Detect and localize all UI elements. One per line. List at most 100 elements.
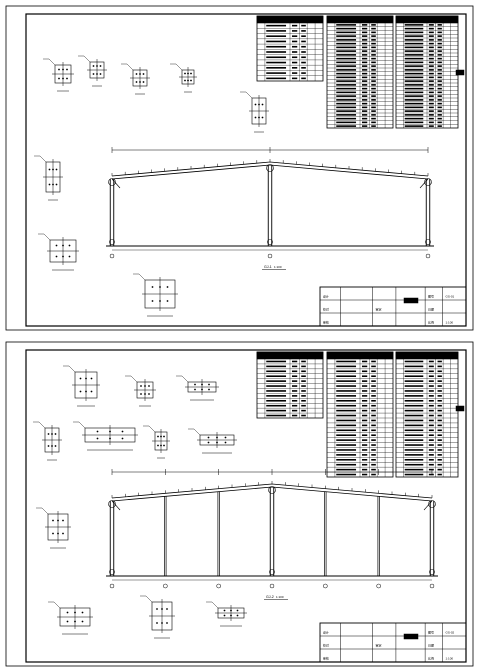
bolt-mark bbox=[254, 116, 257, 119]
table-cell-text bbox=[404, 390, 424, 392]
table-cell-text bbox=[428, 375, 434, 378]
table-cell-text bbox=[336, 84, 357, 86]
table-cell-text bbox=[291, 380, 298, 382]
leader-line bbox=[130, 375, 138, 383]
table-cell-text bbox=[428, 87, 434, 90]
table-cell-text bbox=[371, 429, 376, 432]
bolt-mark bbox=[156, 608, 158, 610]
bolt-mark bbox=[184, 72, 186, 75]
table-cell-text bbox=[336, 95, 357, 97]
bolt-mark bbox=[81, 611, 84, 614]
bolt-mark bbox=[90, 390, 93, 393]
rafter bbox=[111, 164, 429, 180]
inner-border bbox=[25, 349, 467, 663]
leader-line bbox=[83, 55, 91, 63]
table-cell-text bbox=[404, 375, 424, 378]
table-cell-text bbox=[437, 69, 442, 71]
table-cell-text bbox=[371, 46, 376, 49]
table-cell-text bbox=[361, 72, 368, 75]
table-cell-text bbox=[291, 35, 298, 37]
table-cell-text bbox=[336, 414, 357, 417]
node-detail bbox=[78, 55, 107, 87]
table-cell-text bbox=[437, 360, 442, 363]
bolt-mark bbox=[68, 244, 71, 247]
table-cell-text bbox=[404, 80, 424, 82]
bolt-mark bbox=[201, 388, 203, 391]
table-cell-text bbox=[371, 102, 376, 105]
table-cell-text bbox=[301, 414, 306, 417]
table-cell-text bbox=[301, 56, 306, 59]
table-cell-text bbox=[437, 80, 442, 82]
bolt-mark bbox=[79, 390, 82, 393]
node-detail bbox=[36, 507, 71, 549]
table-cell-text bbox=[336, 434, 357, 437]
table-cell-text bbox=[301, 61, 306, 64]
grid-bubble bbox=[269, 583, 275, 589]
node-detail bbox=[140, 595, 175, 639]
table-cell-text bbox=[437, 84, 442, 86]
leader-line bbox=[68, 365, 76, 373]
table-cell-text bbox=[371, 468, 376, 471]
table-cell-text bbox=[404, 395, 424, 397]
table-cell-text bbox=[437, 419, 442, 422]
node-detail bbox=[240, 91, 269, 133]
table-cell-text bbox=[361, 385, 368, 387]
table-header: 材 料 表 bbox=[421, 353, 434, 358]
table-cell-text bbox=[336, 375, 357, 378]
table-cell-text bbox=[437, 106, 442, 109]
title-block-cell: 审核 bbox=[323, 320, 329, 325]
table-cell-text bbox=[404, 473, 424, 476]
table-cell-text bbox=[371, 375, 376, 378]
table-cell-text bbox=[266, 385, 287, 387]
table-cell-text bbox=[437, 50, 442, 52]
table-cell-text bbox=[428, 429, 434, 432]
table-cell-text bbox=[336, 46, 357, 49]
table-cell-text bbox=[404, 458, 424, 461]
table-cell-text bbox=[336, 31, 357, 34]
node-detail bbox=[34, 155, 63, 201]
bolt-mark bbox=[62, 77, 64, 80]
bolt-mark bbox=[92, 73, 95, 75]
table-cell-text bbox=[361, 370, 368, 373]
table-cell-text bbox=[404, 414, 424, 417]
table-cell-text bbox=[371, 31, 376, 34]
leader-line bbox=[193, 428, 201, 436]
table-cell-text bbox=[336, 424, 357, 427]
table-cell-text bbox=[437, 429, 442, 432]
table-cell-text bbox=[437, 65, 442, 67]
table-cell-text bbox=[428, 434, 434, 437]
table-cell-text bbox=[336, 69, 357, 71]
leader-line bbox=[39, 155, 47, 163]
node-detail bbox=[38, 233, 79, 271]
bolt-mark bbox=[151, 300, 154, 302]
table-cell-text bbox=[301, 35, 306, 37]
base-node bbox=[269, 569, 275, 575]
table-cell-text bbox=[404, 370, 424, 373]
table-cell-text bbox=[361, 121, 368, 124]
table-cell-text bbox=[336, 404, 357, 407]
table-cell-text bbox=[428, 50, 434, 52]
bolt-mark bbox=[160, 435, 162, 438]
grid-bubble bbox=[323, 583, 328, 589]
table-cell-text bbox=[437, 57, 442, 60]
table-cell-text bbox=[361, 424, 368, 427]
table-cell-text bbox=[371, 365, 376, 368]
table-cell-text bbox=[361, 87, 368, 90]
bolt-mark bbox=[207, 436, 210, 439]
table-cell-text bbox=[361, 463, 368, 466]
table-cell-text bbox=[437, 473, 442, 476]
table-cell-text bbox=[371, 72, 376, 75]
knee-brace bbox=[111, 500, 121, 511]
table-cell-text bbox=[371, 65, 376, 67]
table-cell-text bbox=[437, 91, 442, 94]
bolt-mark bbox=[194, 388, 196, 391]
bolt-mark bbox=[201, 383, 203, 386]
title-block-cell: 设计 bbox=[323, 630, 329, 635]
table-cell-text bbox=[437, 27, 442, 30]
grid-bubble bbox=[376, 583, 381, 589]
title-block-cell: 图号 bbox=[428, 294, 434, 299]
table-cell-text bbox=[371, 463, 376, 466]
table-cell-text bbox=[361, 434, 368, 437]
